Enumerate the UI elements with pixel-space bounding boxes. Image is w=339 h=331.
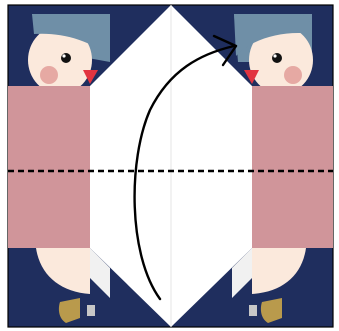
left-penguin-cheek [40, 66, 58, 84]
right-penguin-foot-tip [249, 305, 257, 316]
right-penguin-eye-highlight [273, 54, 276, 57]
right-penguin-body-band [252, 86, 333, 248]
left-penguin-eye-highlight [62, 54, 65, 57]
left-penguin-foot-tip [87, 305, 95, 316]
left-penguin-eye [61, 53, 71, 63]
right-penguin-cheek [284, 66, 302, 84]
right-penguin-eye [272, 53, 282, 63]
left-penguin-body-band [8, 86, 90, 248]
